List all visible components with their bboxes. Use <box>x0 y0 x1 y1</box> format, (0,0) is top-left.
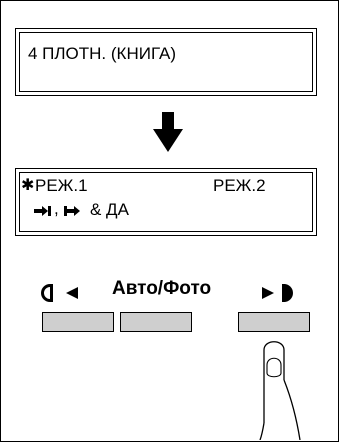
dark-arrow-icon <box>64 206 80 216</box>
light-arrow-icon <box>34 206 51 216</box>
auto-photo-label: Авто/Фото <box>112 278 212 299</box>
lighter-left-icon <box>41 284 78 302</box>
lighter-button[interactable] <box>42 312 114 332</box>
arrow-down-icon <box>153 112 183 152</box>
comma-separator: , <box>54 199 59 218</box>
selected-mode-marker: ✱ <box>21 177 35 194</box>
darker-button[interactable] <box>238 312 310 332</box>
lcd-line-confirm: & ДА <box>90 200 129 219</box>
lcd-line-density: 4 ПЛОТН. (КНИГА) <box>28 44 177 63</box>
pointing-finger-icon <box>259 341 301 440</box>
lcd-display-before: 4 ПЛОТН. (КНИГА) <box>15 28 317 96</box>
darker-right-icon <box>262 284 293 302</box>
auto-photo-button[interactable] <box>120 312 192 332</box>
mode-2-label: РЕЖ.2 <box>213 176 266 195</box>
lcd-display-after: ✱ РЕЖ.1 РЕЖ.2 , & ДА <box>15 168 317 236</box>
mode-1-label: РЕЖ.1 <box>35 176 88 195</box>
